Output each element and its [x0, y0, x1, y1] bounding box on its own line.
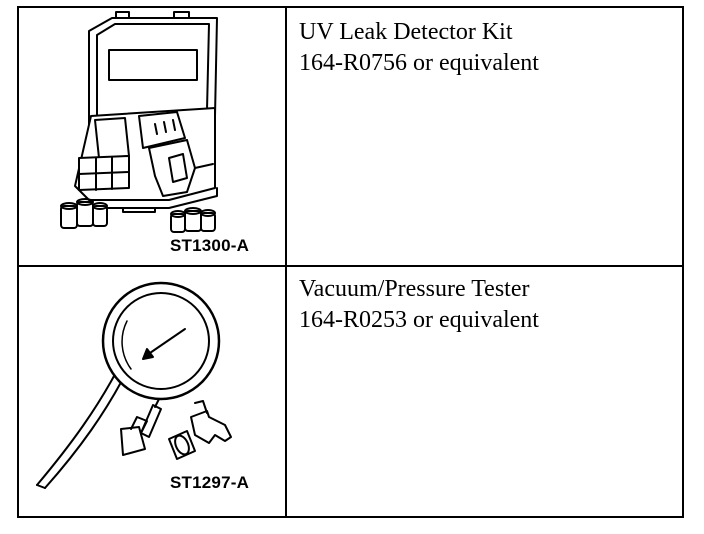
tool-description: Vacuum/Pressure Tester 164-R0253 or equi… — [299, 274, 539, 336]
tool-part-number: 164-R0756 or equivalent — [299, 50, 539, 76]
tool-row-vacuum-pressure-tester: ST1297-A Vacuum/Pressure Tester 164-R025… — [19, 267, 682, 516]
tool-name: UV Leak Detector Kit — [299, 19, 513, 45]
column-divider — [285, 8, 287, 516]
special-tools-table: ST1300-A UV Leak Detector Kit 164-R0756 … — [17, 6, 684, 518]
art-code-label: ST1300-A — [170, 236, 250, 255]
uv-leak-detector-kit-illustration: ST1300-A — [19, 8, 285, 265]
tool-description: UV Leak Detector Kit 164-R0756 or equiva… — [299, 17, 539, 79]
tool-name: Vacuum/Pressure Tester — [299, 276, 530, 302]
tool-row-uv-leak-detector: ST1300-A UV Leak Detector Kit 164-R0756 … — [19, 8, 682, 267]
art-code-label: ST1297-A — [170, 473, 250, 492]
tool-part-number: 164-R0253 or equivalent — [299, 307, 539, 333]
vacuum-pressure-gauge-icon — [36, 281, 232, 489]
vacuum-pressure-tester-illustration: ST1297-A — [19, 267, 285, 516]
uv-leak-detector-kit-case-icon — [60, 11, 218, 233]
